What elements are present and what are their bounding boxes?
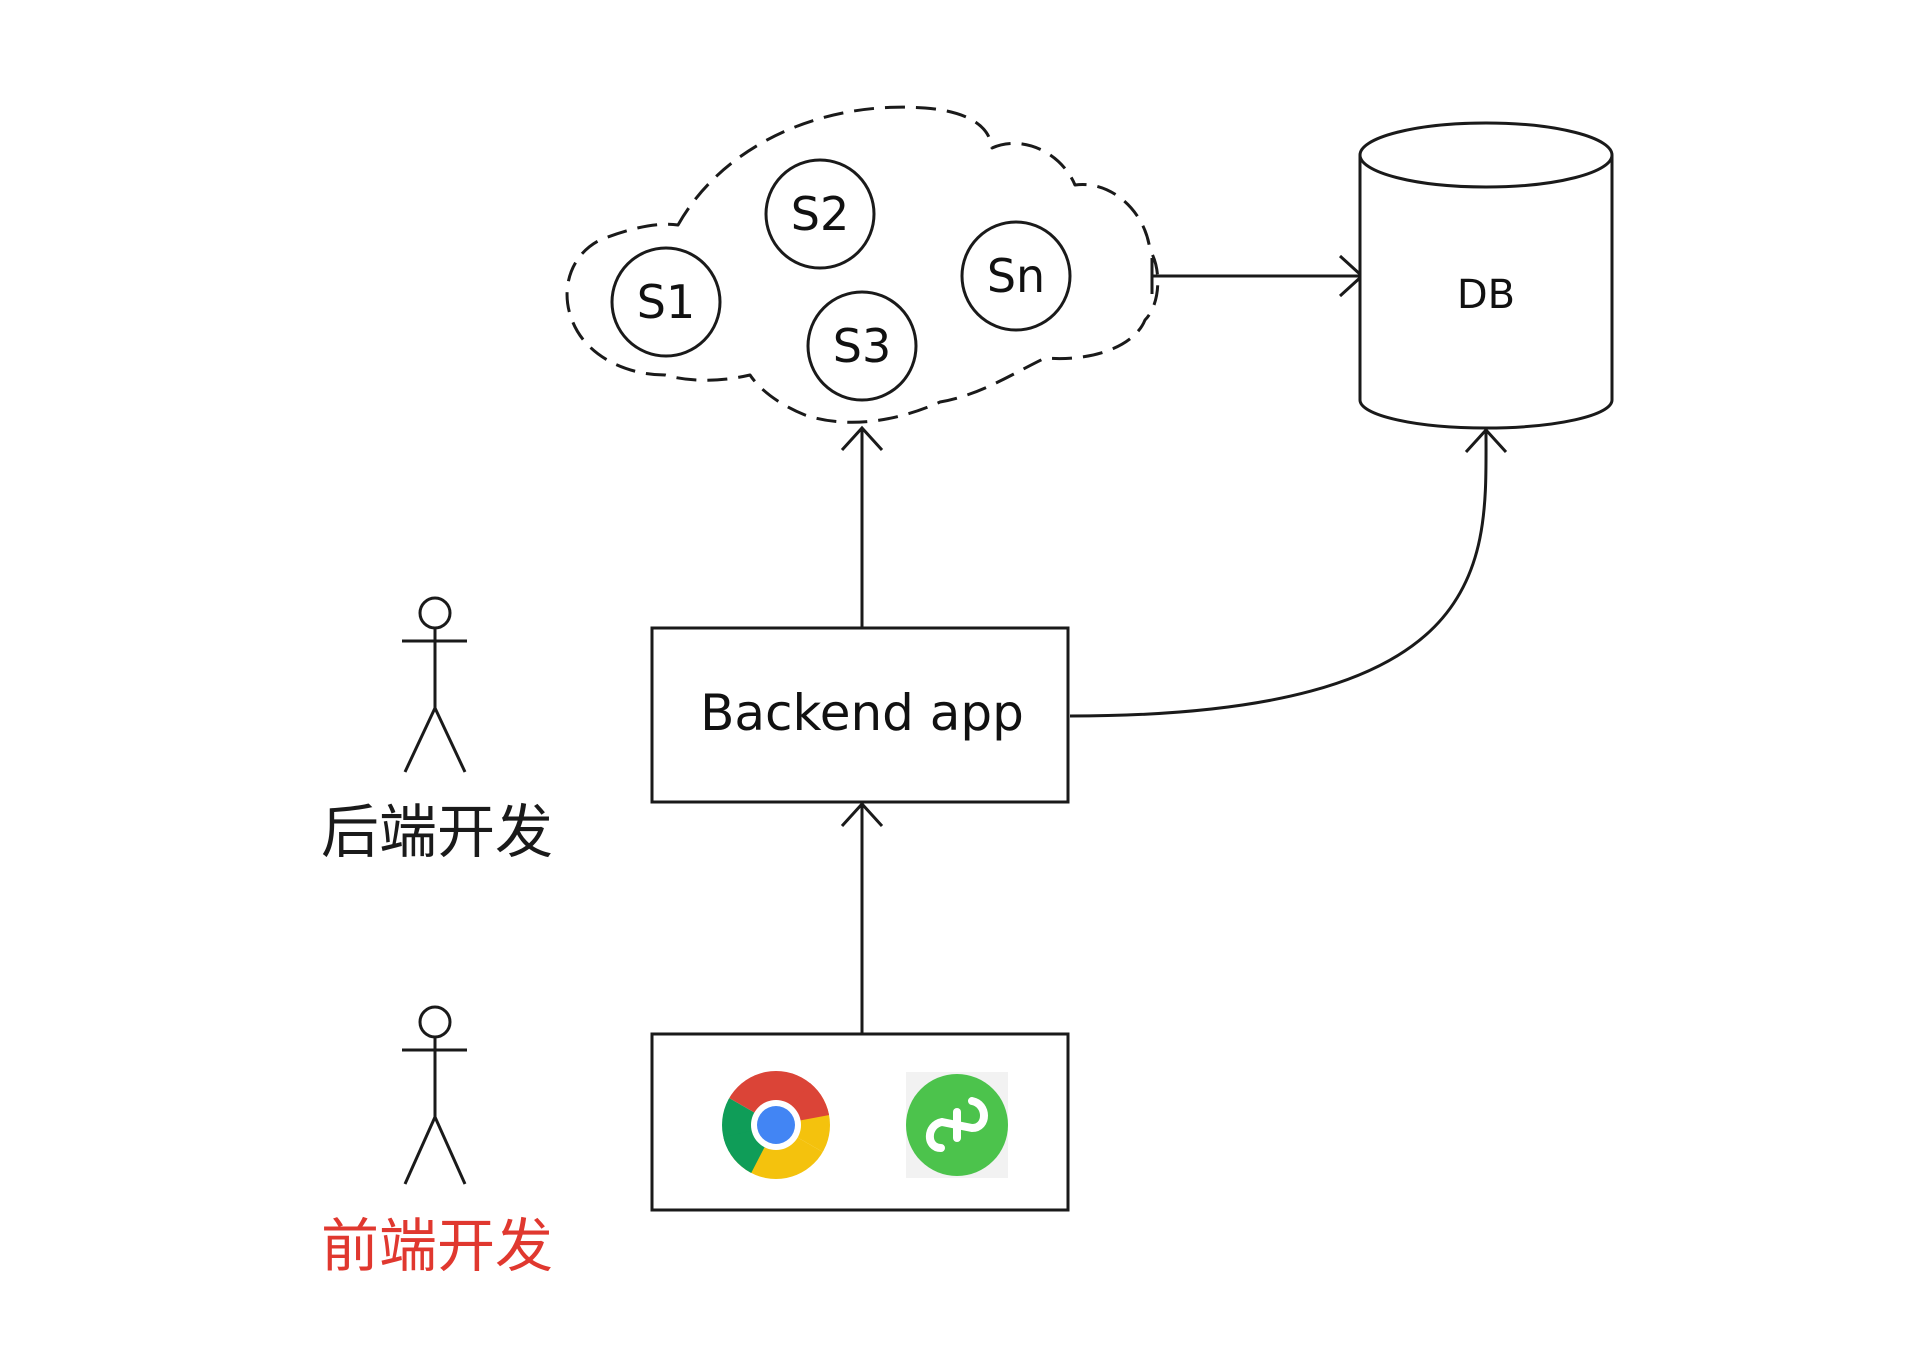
arrow-cloud-to-db <box>1150 254 1365 298</box>
wechat-mini-program-icon <box>906 1072 1008 1178</box>
frontend-developer-label: 前端开发 <box>321 1212 553 1280</box>
service-node-s2: S2 <box>764 158 876 270</box>
arrow-backend-to-cloud <box>840 425 884 628</box>
backend-developer-label: 后端开发 <box>321 798 553 866</box>
service-label: S3 <box>833 319 891 373</box>
service-node-s3: S3 <box>806 290 918 402</box>
database-label: DB <box>1457 272 1515 318</box>
service-node-s1: S1 <box>610 246 722 358</box>
arrow-backend-to-db <box>1069 427 1508 718</box>
backend-app-label: Backend app <box>700 684 1024 742</box>
service-label: Sn <box>987 249 1045 303</box>
service-cloud <box>565 105 1160 424</box>
database-cylinder: DB <box>1358 121 1614 430</box>
arrow-clients-to-backend <box>840 801 884 1034</box>
service-node-sn: Sn <box>960 220 1072 332</box>
backend-app-box: Backend app <box>650 626 1070 804</box>
backend-developer-actor: 后端开发 <box>321 596 553 866</box>
person-icon <box>402 596 467 773</box>
frontend-developer-actor: 前端开发 <box>321 1005 553 1280</box>
service-label: S2 <box>791 187 849 241</box>
clients-box <box>650 1032 1070 1212</box>
person-icon <box>402 1005 467 1185</box>
service-label: S1 <box>637 275 695 329</box>
